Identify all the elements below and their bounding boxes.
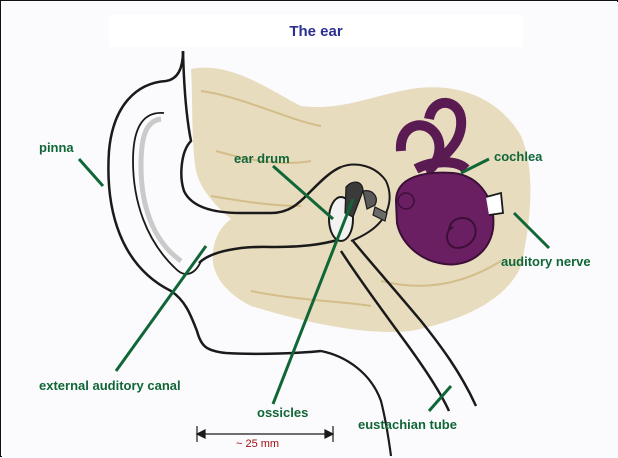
label-cochlea: cochlea [494,149,542,164]
label-auditory-nerve: auditory nerve [501,254,591,269]
label-pinna: pinna [39,140,74,155]
label-ear-drum: ear drum [234,151,290,166]
label-eustachian-tube: eustachian tube [358,417,457,432]
label-ossicles: ossicles [257,405,308,420]
scale-label: ~ 25 mm [236,438,279,450]
label-external-auditory-canal: external auditory canal [39,378,181,393]
diagram-title: The ear [109,15,523,47]
